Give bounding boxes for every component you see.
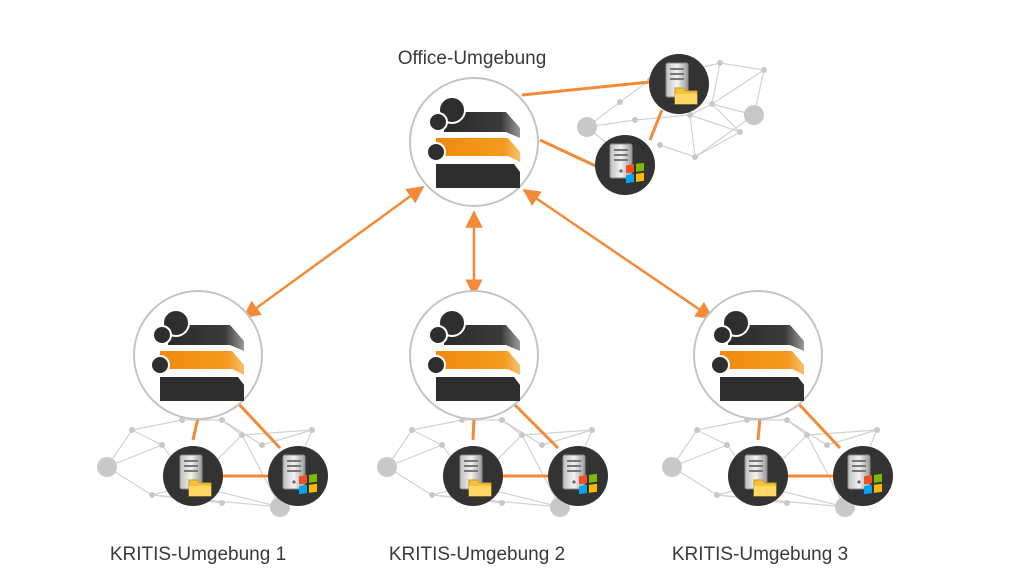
kritis3-label: KRITIS-Umgebung 3 [672, 544, 848, 565]
kritis3-windows-server-icon [833, 446, 893, 506]
kritis3-hub-icon [693, 290, 823, 420]
kritis3-file-server-icon [728, 446, 788, 506]
arrow-office-kritis3 [522, 188, 714, 320]
kritis2-file-server-icon [443, 446, 503, 506]
kritis2-windows-server-icon [548, 446, 608, 506]
arrow-office-kritis1 [242, 185, 425, 319]
kritis1-windows-server-icon [268, 446, 328, 506]
kritis2-hub-icon [409, 290, 539, 420]
office-file-server-icon [649, 54, 709, 114]
office-windows-server-icon [595, 135, 655, 195]
hub-arrows [242, 185, 714, 320]
office-hub-icon [409, 77, 539, 207]
server-links [191, 80, 842, 478]
kritis1-label: KRITIS-Umgebung 1 [110, 544, 286, 565]
kritis1-file-server-icon [163, 446, 223, 506]
office-label: Office-Umgebung [398, 48, 547, 69]
kritis2-label: KRITIS-Umgebung 2 [389, 544, 565, 565]
kritis1-hub-icon [133, 290, 263, 420]
